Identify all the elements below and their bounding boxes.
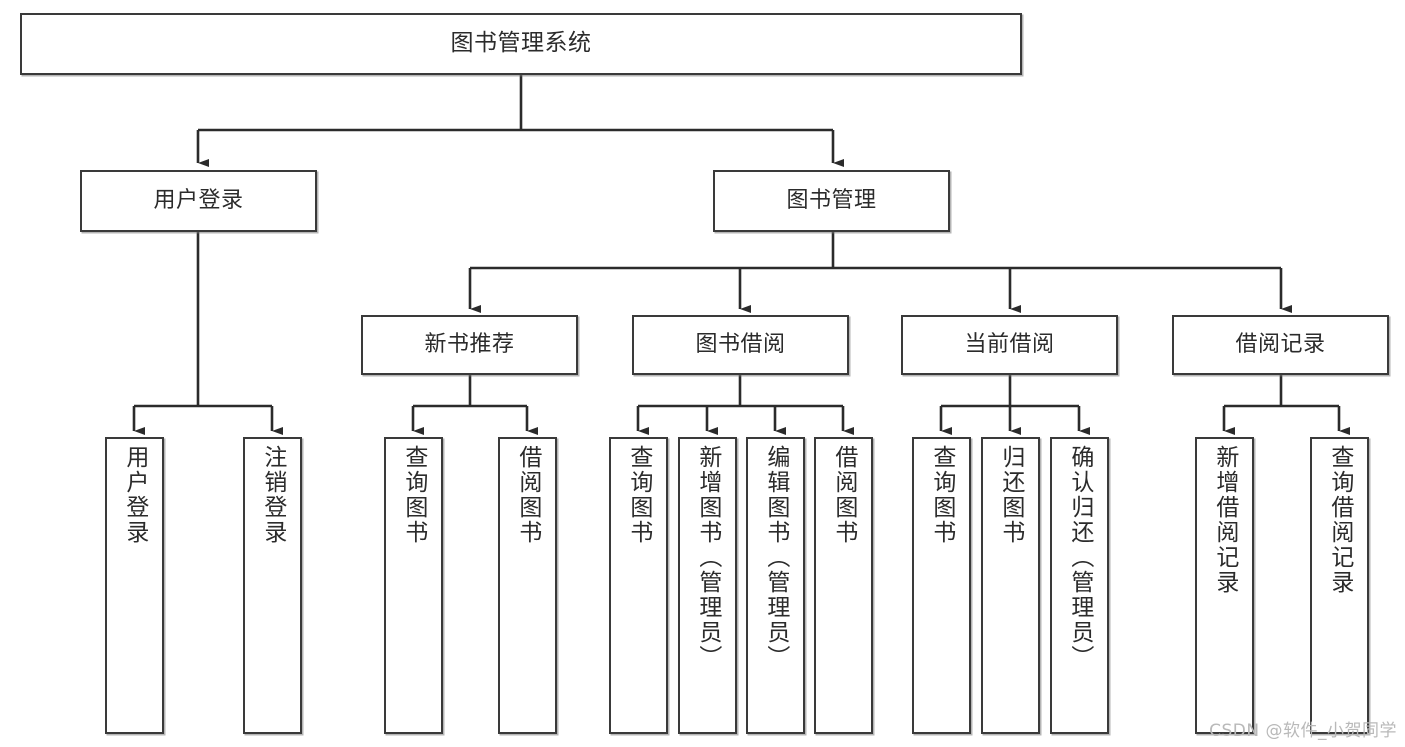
node-label: 新书推荐 — [424, 332, 515, 358]
node-current-borrow[interactable]: 当前借阅 — [901, 315, 1118, 375]
leaf-book-borrow-borrow-book[interactable]: 借阅图书 — [814, 437, 873, 734]
node-label: 编辑图书（管理员） — [762, 445, 789, 670]
node-label: 查询图书 — [625, 445, 652, 545]
node-new-book-recommend[interactable]: 新书推荐 — [361, 315, 578, 375]
node-label: 新增借阅记录 — [1211, 445, 1238, 595]
node-label: 用户登录 — [121, 445, 148, 545]
node-label: 图书管理系统 — [450, 30, 592, 57]
leaf-user-login-login[interactable]: 用户登录 — [105, 437, 164, 734]
node-label: 借阅记录 — [1235, 332, 1326, 358]
node-label: 查询借阅记录 — [1326, 445, 1353, 595]
watermark: CSDN @软件_小贺同学 — [1209, 721, 1397, 741]
node-book-management[interactable]: 图书管理 — [713, 170, 950, 232]
node-borrow-records[interactable]: 借阅记录 — [1172, 315, 1389, 375]
node-label: 查询图书 — [928, 445, 955, 545]
node-label: 用户登录 — [153, 188, 244, 214]
leaf-borrow-records-query-record[interactable]: 查询借阅记录 — [1310, 437, 1369, 734]
leaf-new-book-borrow-book[interactable]: 借阅图书 — [498, 437, 557, 734]
node-label: 查询图书 — [400, 445, 427, 545]
node-label: 当前借阅 — [964, 332, 1055, 358]
leaf-current-borrow-query-book[interactable]: 查询图书 — [912, 437, 971, 734]
leaf-user-login-logout[interactable]: 注销登录 — [243, 437, 302, 734]
node-label: 归还图书 — [997, 445, 1024, 545]
node-label: 图书管理 — [786, 188, 877, 214]
leaf-current-borrow-return-book[interactable]: 归还图书 — [981, 437, 1040, 734]
node-label: 借阅图书 — [830, 445, 857, 545]
node-root-book-management-system[interactable]: 图书管理系统 — [20, 13, 1022, 75]
node-user-login[interactable]: 用户登录 — [80, 170, 317, 232]
leaf-new-book-query-book[interactable]: 查询图书 — [384, 437, 443, 734]
node-book-borrow[interactable]: 图书借阅 — [632, 315, 849, 375]
node-label: 确认归还（管理员） — [1066, 445, 1093, 670]
leaf-borrow-records-add-record[interactable]: 新增借阅记录 — [1195, 437, 1254, 734]
leaf-book-borrow-edit-book-admin[interactable]: 编辑图书（管理员） — [746, 437, 805, 734]
node-label: 借阅图书 — [514, 445, 541, 545]
node-label: 图书借阅 — [695, 332, 786, 358]
node-label: 新增图书（管理员） — [694, 445, 721, 670]
leaf-book-borrow-add-book-admin[interactable]: 新增图书（管理员） — [678, 437, 737, 734]
node-label: 注销登录 — [259, 445, 286, 545]
leaf-book-borrow-query-book[interactable]: 查询图书 — [609, 437, 668, 734]
leaf-current-borrow-confirm-return-admin[interactable]: 确认归还（管理员） — [1050, 437, 1109, 734]
